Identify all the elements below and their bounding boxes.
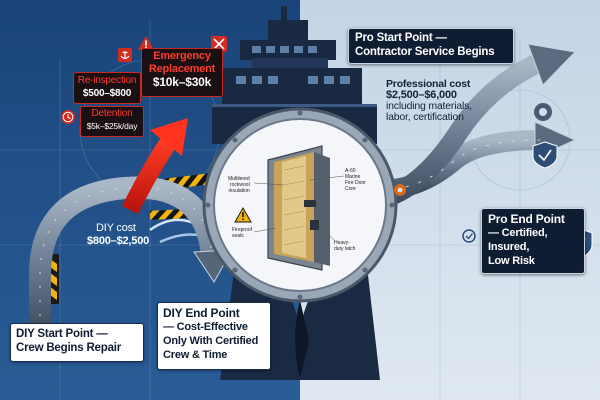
- annotation-leaders: [253, 175, 345, 242]
- diy-cost-value: $800–$2,500: [87, 235, 150, 247]
- pro-cost-line4: labor, certification: [386, 111, 464, 123]
- fireproof-seals-label: Fireproof seals: [232, 227, 252, 239]
- pro-cost-value: $2,500–$6,000: [386, 89, 457, 101]
- emergency-replacement-box: Emergency Replacement $10k–$30k: [141, 48, 223, 97]
- pro-start-label: Pro Start Point — Contractor Service Beg…: [348, 28, 514, 64]
- pro-end-line3: Insured,: [488, 241, 530, 253]
- a60-core-label: A-60 Marine Fire Door Core: [345, 168, 366, 192]
- gear-icon: [534, 103, 552, 121]
- pro-end-label: Pro End Point — Certified, Insured, Low …: [481, 208, 585, 274]
- seals-line2: seals: [232, 233, 244, 239]
- pro-start-line1: Pro Start Point —: [355, 32, 447, 44]
- reinspection-cost-box: Re-inspection $500–$800: [73, 72, 141, 104]
- multi-line1: Multilered: [228, 176, 250, 182]
- reinspection-value: $500–$800: [82, 88, 132, 99]
- diy-end-line4: Crew & Time: [163, 349, 228, 361]
- diy-end-line1: DIY End Point: [163, 306, 240, 320]
- multi-line3: insulation: [228, 188, 250, 194]
- ship-windows: [236, 46, 350, 84]
- diy-start-line1: DIY Start Point —: [16, 328, 108, 340]
- detention-cost-box: Detention $5k–$25k/day: [80, 106, 144, 137]
- seals-line1: Fireproof: [232, 227, 253, 233]
- diy-start-line2: Crew Begins Repair: [16, 342, 122, 354]
- shield-check-icon: [532, 141, 558, 169]
- detention-value: $5k–$25k/day: [86, 121, 138, 131]
- detention-label: Detention: [91, 108, 133, 119]
- pro-start-line2: Contractor Service Begins: [355, 46, 495, 58]
- a60-line4: Core: [345, 186, 356, 192]
- reinspection-label: Re-inspection: [77, 75, 137, 86]
- latch-line1: Heavy-: [334, 240, 350, 246]
- diy-path-arrow: [29, 176, 223, 330]
- pro-cost-line3: including materials,: [386, 100, 472, 112]
- pro-cost-line1: Professional cost: [386, 78, 471, 90]
- diy-cost-line1: DIY cost: [96, 222, 136, 234]
- a60-line1: A-60: [345, 168, 356, 174]
- pro-end-line1: Pro End Point: [488, 212, 565, 226]
- diy-end-label: DIY End Point — Cost-Effective Only With…: [157, 302, 271, 370]
- heavy-duty-latch-label: Heavy- duty latch: [334, 240, 355, 252]
- gear-icon: [394, 184, 406, 196]
- diy-end-line3: Only With Certified: [163, 335, 259, 347]
- multi-line2: rockwool: [229, 182, 250, 188]
- pro-cost-label: Professional cost $2,500–$6,000 includin…: [386, 79, 472, 123]
- danger-arrow-head: [150, 118, 188, 156]
- a60-line2: Marine: [345, 174, 361, 180]
- a60-line3: Fire Door: [345, 180, 366, 186]
- pro-end-line4: Low Risk: [488, 255, 535, 267]
- latch-line2: duty latch: [334, 246, 356, 252]
- check-circle-icon: [462, 229, 476, 243]
- fire-door-cutaway: [267, 145, 330, 271]
- diy-end-line2: — Cost-Effective: [163, 321, 248, 333]
- pro-end-line2: — Certified,: [488, 227, 548, 239]
- emergency-label-line2: Replacement: [148, 63, 216, 75]
- diy-cost-label: DIY cost $800–$2,500: [87, 222, 149, 248]
- emergency-label-line1: Emergency: [153, 50, 211, 62]
- danger-arrow: [121, 135, 178, 215]
- rockwool-insulation-label: Multilered rockwool insulation: [228, 176, 250, 194]
- diy-start-label: DIY Start Point — Crew Begins Repair: [10, 323, 144, 362]
- emergency-value: $10k–$30k: [152, 75, 212, 89]
